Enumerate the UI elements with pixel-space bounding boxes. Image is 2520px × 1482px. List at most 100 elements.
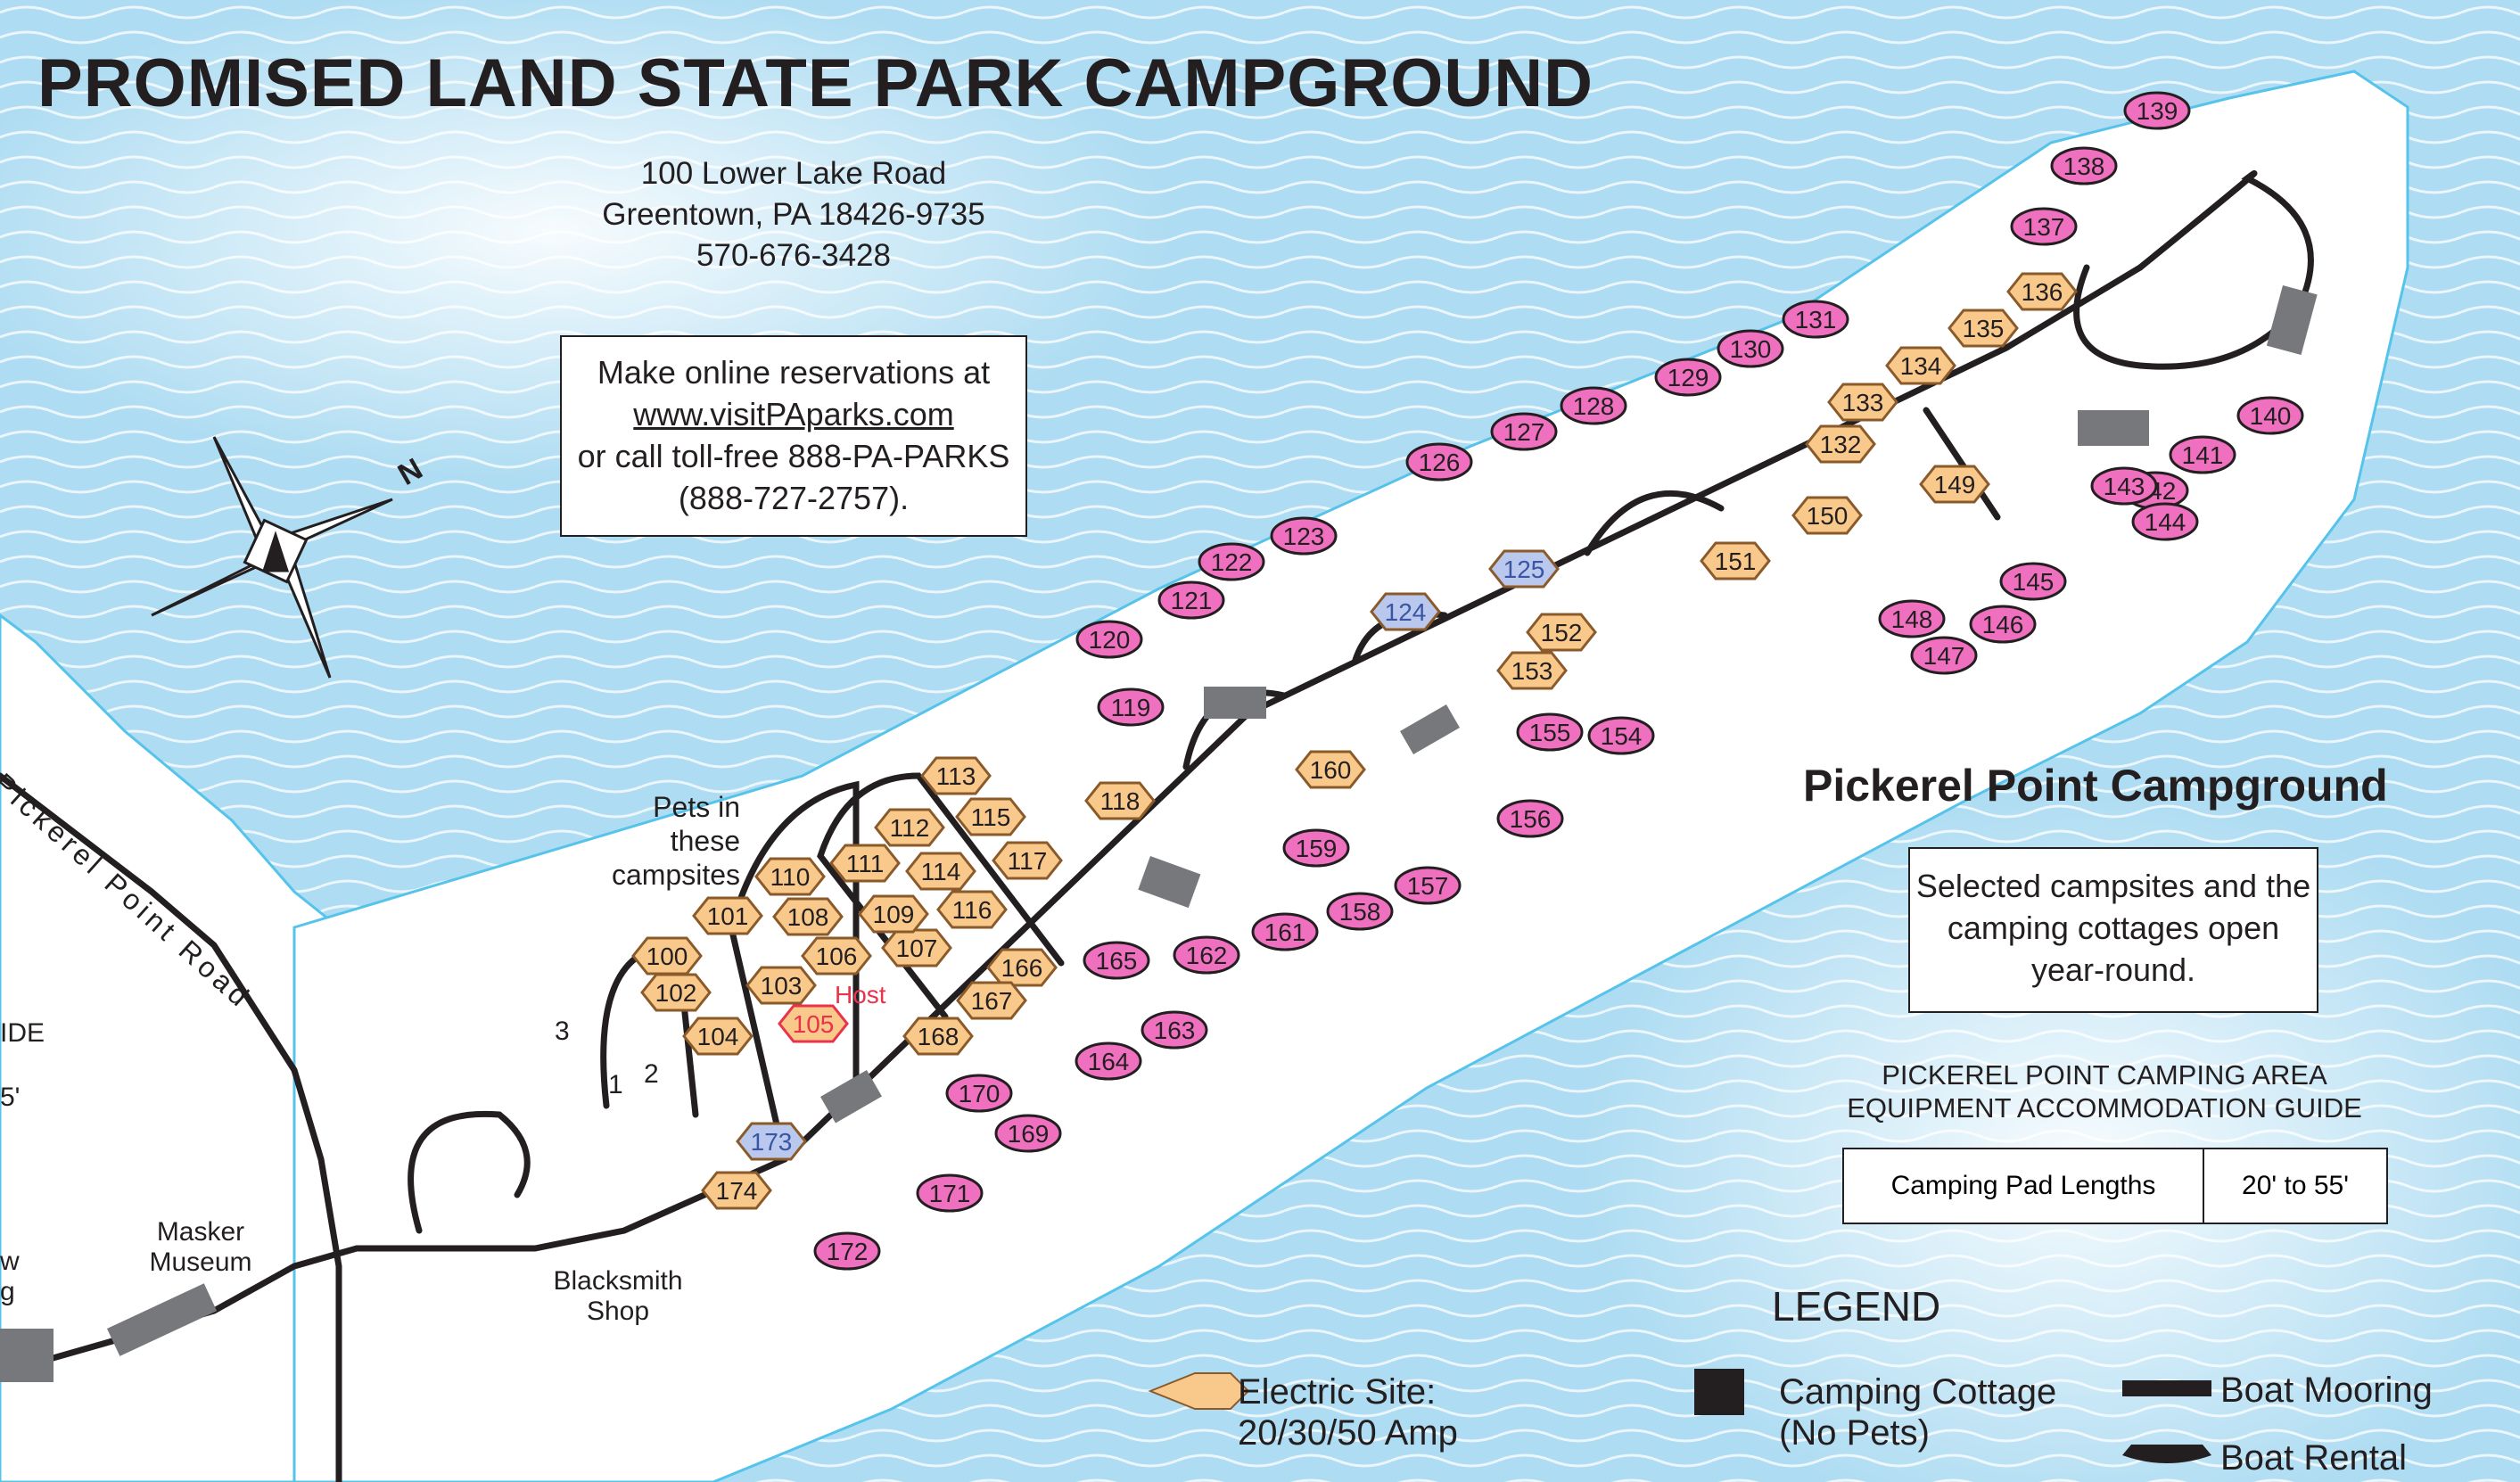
campsite-154-marker[interactable] xyxy=(1587,716,1655,755)
reservations-link[interactable]: www.visitPAparks.com xyxy=(633,396,954,432)
campsite-124-marker[interactable] xyxy=(1370,592,1441,631)
campsite-132-marker[interactable] xyxy=(1805,424,1876,464)
campsite-123-marker[interactable] xyxy=(1270,516,1338,556)
campsite-108-marker[interactable] xyxy=(772,897,844,936)
campsite-120-marker[interactable] xyxy=(1075,620,1143,659)
campsite-162-marker[interactable] xyxy=(1173,935,1240,975)
campsite-150-marker[interactable] xyxy=(1791,496,1863,535)
campsite-144-marker[interactable] xyxy=(2131,502,2199,541)
campsite-112-marker[interactable] xyxy=(874,808,945,847)
campsite-165-marker[interactable] xyxy=(1083,941,1150,980)
park-address: 100 Lower Lake Road Greentown, PA 18426-… xyxy=(535,153,1052,276)
campsite-172-marker[interactable] xyxy=(813,1231,881,1271)
campsite-159-marker[interactable] xyxy=(1282,828,1350,868)
campsite-134-marker[interactable] xyxy=(1885,346,1956,385)
campsite-148-marker[interactable] xyxy=(1878,599,1946,638)
campsite-114-label: 114 xyxy=(921,858,961,885)
campsite-153-marker[interactable] xyxy=(1496,651,1568,690)
campsite-172-label: 172 xyxy=(827,1238,869,1265)
campsite-145-marker[interactable] xyxy=(1999,562,2067,601)
campsite-138-marker[interactable] xyxy=(2050,146,2118,185)
campsite-102-marker[interactable] xyxy=(640,973,712,1012)
campsite-174-marker[interactable] xyxy=(701,1171,772,1210)
campsite-129-marker[interactable] xyxy=(1654,358,1722,397)
campsite-127-marker[interactable] xyxy=(1490,412,1558,451)
campsite-152-marker[interactable] xyxy=(1526,613,1597,652)
campsite-147-marker[interactable] xyxy=(1910,636,1978,675)
campsite-157-marker[interactable] xyxy=(1394,866,1462,905)
campsite-154-label: 154 xyxy=(1601,722,1643,750)
campsite-133-marker[interactable] xyxy=(1827,383,1898,422)
campsite-156-label: 156 xyxy=(1510,805,1552,833)
campsite-130-marker[interactable] xyxy=(1717,329,1784,368)
campsite-104-label: 104 xyxy=(697,1023,739,1050)
campsite-147-label: 147 xyxy=(1923,642,1965,670)
campsite-155-marker[interactable] xyxy=(1516,712,1584,752)
legend-cottage-icon xyxy=(1694,1369,1744,1415)
campsite-101-label: 101 xyxy=(707,902,749,930)
campsite-118-marker[interactable] xyxy=(1084,781,1156,820)
campsite-140-marker[interactable] xyxy=(2236,396,2304,435)
campsite-110-marker[interactable] xyxy=(754,857,826,896)
campsite-105-marker[interactable] xyxy=(778,1004,849,1043)
campsite-114-marker[interactable] xyxy=(905,852,976,891)
campsite-158-marker[interactable] xyxy=(1326,892,1394,931)
campsite-170-marker[interactable] xyxy=(945,1074,1013,1113)
campsite-151-marker[interactable] xyxy=(1700,541,1771,580)
campsite-106-label: 106 xyxy=(816,943,858,970)
campsite-125-marker[interactable] xyxy=(1488,549,1560,589)
campsite-106-marker[interactable] xyxy=(801,936,872,976)
campsite-100-marker[interactable] xyxy=(631,936,703,976)
campsite-127-label: 127 xyxy=(1503,418,1545,446)
campsite-122-marker[interactable] xyxy=(1198,542,1265,581)
campsite-173-marker[interactable] xyxy=(736,1122,807,1161)
campsite-149-label: 149 xyxy=(1934,471,1976,498)
campsite-169-marker[interactable] xyxy=(994,1114,1062,1153)
campsite-101-marker[interactable] xyxy=(692,896,763,935)
campsite-167-marker[interactable] xyxy=(956,981,1027,1020)
campsite-109-marker[interactable] xyxy=(858,894,929,934)
legend-cottage-line-1: Camping Cottage xyxy=(1779,1372,2057,1412)
campsite-160-marker[interactable] xyxy=(1295,750,1366,789)
campsite-163-marker[interactable] xyxy=(1141,1010,1208,1050)
campsite-121-marker[interactable] xyxy=(1157,580,1225,620)
campsite-168-marker[interactable] xyxy=(902,1017,974,1056)
campsite-131-marker[interactable] xyxy=(1782,300,1849,339)
campsite-105-label: 105 xyxy=(793,1010,835,1038)
campsite-markers: 1191201211221231261271281291301311371381… xyxy=(631,91,2304,1271)
campsite-132-label: 132 xyxy=(1820,431,1862,458)
campsite-146-marker[interactable] xyxy=(1969,605,2037,644)
campsite-119-marker[interactable] xyxy=(1097,687,1165,727)
campsite-149-marker[interactable] xyxy=(1919,465,1990,504)
campsite-135-marker[interactable] xyxy=(1948,309,2019,348)
campsite-137-marker[interactable] xyxy=(2010,207,2078,246)
campsite-171-marker[interactable] xyxy=(916,1173,984,1213)
campsite-128-marker[interactable] xyxy=(1560,386,1627,425)
campsite-117-label: 117 xyxy=(1008,847,1048,875)
campsite-161-marker[interactable] xyxy=(1251,912,1319,951)
compass-rose xyxy=(151,436,393,679)
campsite-156-marker[interactable] xyxy=(1496,799,1564,838)
pad-length-value: 20' to 55' xyxy=(2242,1171,2349,1200)
campsite-143-marker[interactable] xyxy=(2090,466,2158,506)
campsite-141-marker[interactable] xyxy=(2169,435,2236,474)
campsite-111-marker[interactable] xyxy=(829,844,901,883)
campsite-126-marker[interactable] xyxy=(1405,442,1473,482)
campsite-131-label: 131 xyxy=(1795,306,1837,333)
campsite-139-marker[interactable] xyxy=(2123,91,2191,130)
campsite-100-label: 100 xyxy=(646,943,688,970)
campsite-110-label: 110 xyxy=(770,863,811,891)
campsite-103-marker[interactable] xyxy=(745,966,817,1005)
campsite-113-marker[interactable] xyxy=(920,756,992,795)
campsite-124-label: 124 xyxy=(1385,598,1427,626)
campsite-164-marker[interactable] xyxy=(1075,1042,1142,1081)
campsite-104-marker[interactable] xyxy=(682,1017,754,1056)
campsite-116-label: 116 xyxy=(952,896,992,924)
campsite-116-marker[interactable] xyxy=(936,890,1008,929)
campsite-136-marker[interactable] xyxy=(2006,272,2078,311)
campsite-115-marker[interactable] xyxy=(955,797,1026,836)
edge-label-5: 5' xyxy=(0,1083,21,1112)
equipment-guide-title: PICKEREL POINT CAMPING AREA EQUIPMENT AC… xyxy=(1783,1058,2425,1124)
campsite-117-marker[interactable] xyxy=(992,841,1063,880)
